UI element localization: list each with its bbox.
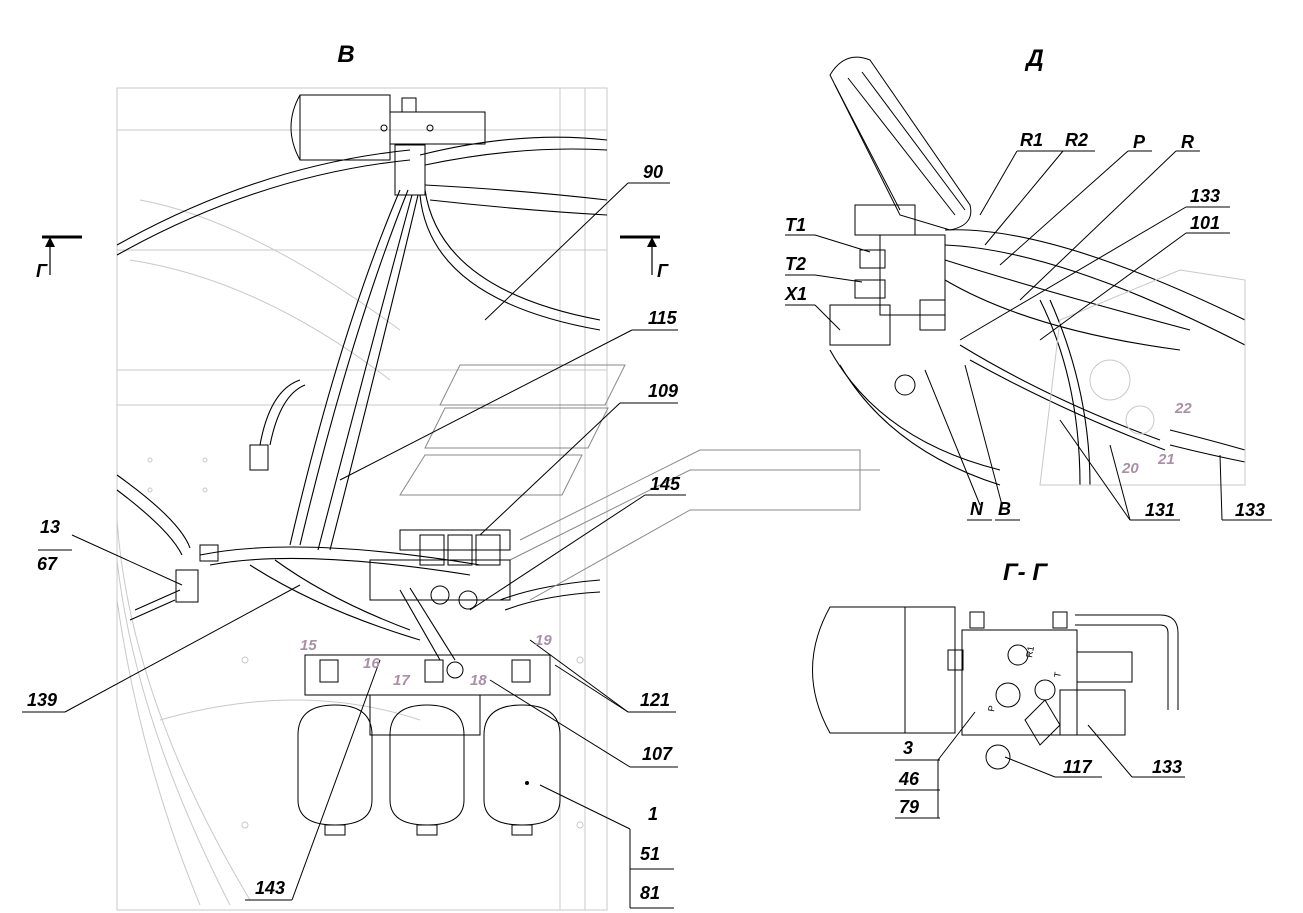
callout-R1: R1 xyxy=(1020,130,1043,150)
view-title-d: Д xyxy=(1024,45,1043,72)
callout-133-d-top: 133 xyxy=(1190,186,1220,206)
view-d-pedal xyxy=(829,56,972,236)
position-16: 16 xyxy=(363,655,380,672)
callout-X1: X1 xyxy=(784,284,807,304)
section-label-right: Г xyxy=(657,261,669,281)
callout-131: 131 xyxy=(1145,500,1175,520)
callout-R: R xyxy=(1181,132,1194,152)
view-v-leaders xyxy=(22,182,686,909)
view-d-hoses xyxy=(829,229,1246,486)
callout-13: 13 xyxy=(40,517,60,537)
port-label-p: P xyxy=(986,705,997,713)
callout-46: 46 xyxy=(898,769,920,789)
callout-145: 145 xyxy=(650,474,681,494)
position-20: 20 xyxy=(1121,460,1139,477)
callout-79: 79 xyxy=(899,797,919,817)
position-18: 18 xyxy=(470,672,487,689)
view-title-v: В xyxy=(337,41,354,68)
callout-T2: T2 xyxy=(785,254,806,274)
position-22: 22 xyxy=(1174,400,1192,417)
view-gg-tank xyxy=(812,606,1179,770)
callout-R2: R2 xyxy=(1065,130,1088,150)
section-mark-left xyxy=(42,235,82,275)
view-v-ghost-plates xyxy=(399,364,880,601)
callout-107: 107 xyxy=(642,744,673,764)
accumulators xyxy=(297,704,561,836)
callout-133-gg: 133 xyxy=(1152,757,1182,777)
section-label-left: Г xyxy=(36,261,48,281)
callout-51: 51 xyxy=(640,844,660,864)
callout-109: 109 xyxy=(648,381,678,401)
callout-101: 101 xyxy=(1190,213,1220,233)
position-17: 17 xyxy=(393,672,410,689)
callout-81: 81 xyxy=(640,883,660,903)
top-accumulator xyxy=(290,94,486,196)
position-15: 15 xyxy=(300,637,317,654)
valve-block xyxy=(304,529,551,736)
callout-121: 121 xyxy=(640,690,670,710)
view-d-background xyxy=(1039,269,1246,486)
view-v-background xyxy=(116,87,608,911)
callout-N: N xyxy=(970,499,984,519)
callout-117: 117 xyxy=(1063,757,1093,777)
view-d-valve xyxy=(829,234,946,396)
view-gg-leaders xyxy=(895,711,1185,819)
callout-3: 3 xyxy=(903,738,913,758)
callout-139: 139 xyxy=(27,690,57,710)
callout-143: 143 xyxy=(255,878,285,898)
callout-P: P xyxy=(1133,132,1146,152)
view-title-gg: Г- Г xyxy=(1003,559,1048,586)
callout-B: B xyxy=(998,499,1011,519)
callout-90: 90 xyxy=(643,162,663,182)
section-mark-right xyxy=(620,235,660,275)
position-21: 21 xyxy=(1157,451,1175,468)
callout-1: 1 xyxy=(648,804,658,824)
view-v-hoses xyxy=(116,136,608,641)
callout-T1: T1 xyxy=(785,215,806,235)
port-label-t: T xyxy=(1052,671,1063,679)
callout-115: 115 xyxy=(648,308,678,328)
position-19: 19 xyxy=(535,632,552,649)
callout-133-d-bottom: 133 xyxy=(1235,500,1265,520)
port-label-r1: R1 xyxy=(1024,645,1036,658)
callout-67: 67 xyxy=(37,554,58,574)
view-d-leaders xyxy=(785,150,1272,521)
